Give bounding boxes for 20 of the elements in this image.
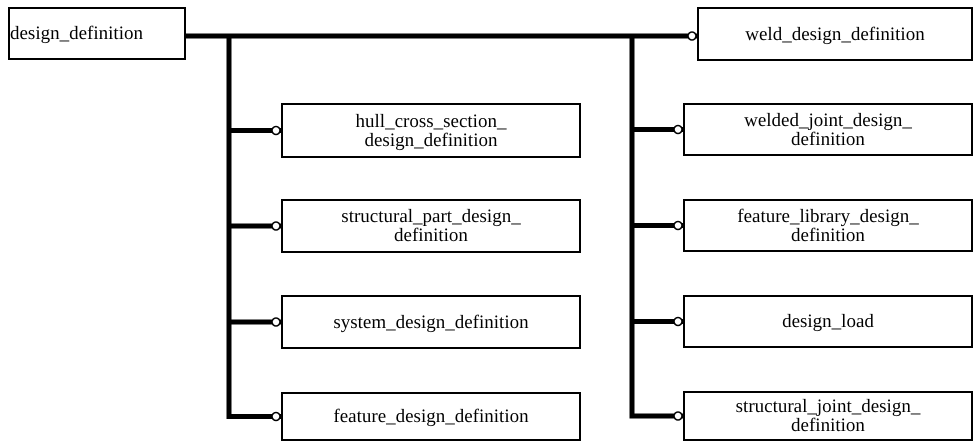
entity-box [683, 295, 973, 348]
entity-box [683, 103, 973, 156]
entity-name: design_load [782, 312, 874, 331]
entity-name: feature_design_definition [333, 407, 529, 426]
entity-name: hull_cross_section_ design_definition [354, 112, 508, 150]
entity-box [8, 7, 186, 60]
entity-box [281, 295, 581, 349]
entity-name: structural_joint_design_ definition [734, 397, 922, 435]
entity-name: feature_library_design_ definition [736, 206, 920, 244]
entity-box [281, 199, 581, 253]
entity-box [281, 103, 581, 158]
entity-name: structural_part_design_ definition [340, 207, 522, 245]
entity-box [697, 7, 973, 61]
entity-name: design_definition [10, 24, 143, 43]
entity-name: welded_joint_design_ definition [743, 110, 913, 148]
entity-name: weld_design_definition [745, 24, 925, 44]
entity-name: system_design_definition [333, 312, 529, 332]
entity-box [683, 199, 973, 252]
entity-box [281, 392, 581, 441]
entity-box [683, 391, 973, 441]
